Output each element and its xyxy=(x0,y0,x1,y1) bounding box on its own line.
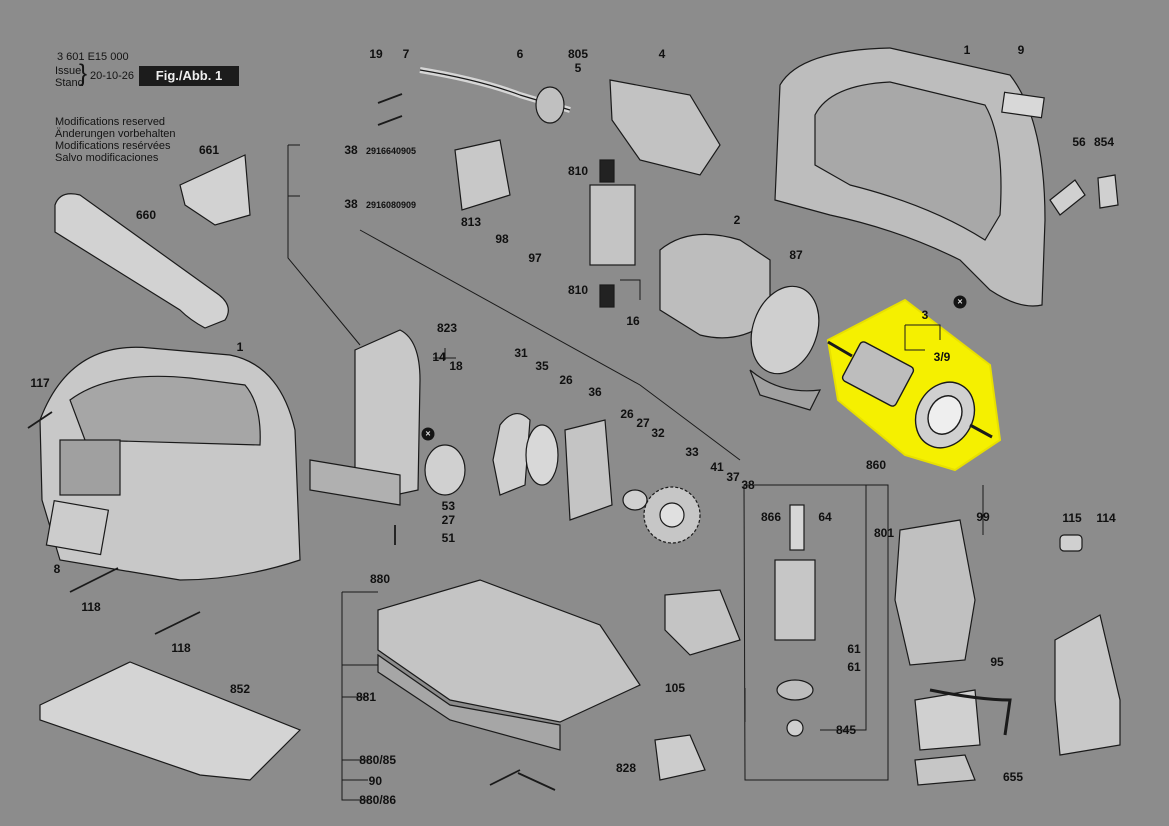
part-label: 32 xyxy=(651,426,665,440)
part-label: 845 xyxy=(835,723,857,737)
part-label: 56 xyxy=(1072,135,1086,149)
part-label: 852 xyxy=(229,682,251,696)
part-label: 2 xyxy=(733,213,741,227)
part-label: 98 xyxy=(495,232,509,246)
part-label: 14 xyxy=(432,350,446,364)
part-label: 115 xyxy=(1062,511,1082,525)
dust-nozzle xyxy=(54,193,229,329)
notice-es: Salvo modificaciones xyxy=(55,152,159,164)
notice-fr: Modifications resérvées xyxy=(55,140,171,152)
part-label: 9 xyxy=(1017,43,1025,57)
part-label: 114 xyxy=(1096,511,1116,525)
part-label: 880/86 xyxy=(359,793,396,807)
part-label: 823 xyxy=(436,321,458,335)
part-label: 38 xyxy=(344,143,358,157)
part-label: 16 xyxy=(626,314,640,328)
part-label: 2916640905 xyxy=(366,146,417,156)
part-label: 655 xyxy=(1002,770,1024,784)
part-label: 27 xyxy=(636,416,650,430)
armature xyxy=(827,340,993,449)
part-label: 41 xyxy=(710,460,724,474)
part-label: 64 xyxy=(818,510,832,524)
figure-badge: Fig./Abb. 1 xyxy=(139,66,239,86)
part-label: 36 xyxy=(588,385,602,399)
part-label: 880/85 xyxy=(359,753,396,767)
part-label: 27 xyxy=(441,513,455,527)
part-label: 118 xyxy=(171,641,191,655)
part-label-highlighted: 3 xyxy=(921,308,929,322)
part-label: 5 xyxy=(574,61,582,75)
part-label: 805 xyxy=(567,47,589,61)
part-label: 1 xyxy=(236,340,244,354)
part-label: 8 xyxy=(53,562,61,576)
part-label: 33 xyxy=(685,445,699,459)
reference-marker: × xyxy=(421,427,435,441)
gear-housing xyxy=(354,329,421,496)
part-label: 801 xyxy=(873,526,895,540)
reference-marker: × xyxy=(953,295,967,309)
bracket-114 xyxy=(1054,614,1121,756)
guard-661 xyxy=(179,154,251,226)
part-label: 6 xyxy=(516,47,524,61)
base-plate xyxy=(377,579,641,723)
part-label: 38 xyxy=(344,197,358,211)
notice-de: Änderungen vorbehalten xyxy=(55,128,176,140)
part-label: 26 xyxy=(620,407,634,421)
notice-en: Modifications reserved xyxy=(55,116,166,128)
part-label: 1 xyxy=(963,43,971,57)
part-label: 37 xyxy=(726,470,740,484)
part-label: 61 xyxy=(847,642,861,656)
part-label: 90 xyxy=(368,774,382,788)
part-label: 97 xyxy=(528,251,542,265)
part-label: 7 xyxy=(402,47,410,61)
part-label: 810 xyxy=(567,283,589,297)
part-label: 118 xyxy=(81,600,101,614)
part-label: 881 xyxy=(355,690,376,704)
part-label: 35 xyxy=(535,359,549,373)
part-label: 26 xyxy=(559,373,573,387)
stator-2 xyxy=(659,233,771,339)
part-label: 99 xyxy=(976,510,990,524)
part-label: 660 xyxy=(135,208,157,222)
issue-label-de: Stand xyxy=(55,77,84,89)
brace-symbol: } xyxy=(79,60,88,87)
shoe-852 xyxy=(39,661,302,781)
part-label: 19 xyxy=(369,47,383,61)
issue-label-en: Issue xyxy=(55,65,82,77)
drawing-number: 3 601 E15 000 xyxy=(57,51,129,63)
part-label: 854 xyxy=(1093,135,1115,149)
part-label: 87 xyxy=(789,248,803,262)
part-label: 866 xyxy=(760,510,782,524)
part-label: 661 xyxy=(198,143,220,157)
part-label: 860 xyxy=(865,458,887,472)
part-label: 18 xyxy=(449,359,463,373)
part-label: 53 xyxy=(441,499,455,513)
part-label: 2916080909 xyxy=(366,200,417,210)
part-label: 810 xyxy=(567,164,589,178)
part-label: 828 xyxy=(615,761,636,775)
issue-date: 20-10-26 xyxy=(90,70,135,82)
part-label: 880 xyxy=(369,572,391,586)
part-label: 4 xyxy=(658,47,666,61)
part-label: 95 xyxy=(990,655,1004,669)
part-label-highlighted: 3/9 xyxy=(933,350,951,364)
part-label: 105 xyxy=(664,681,685,695)
part-label: 117 xyxy=(30,376,50,390)
part-label: 31 xyxy=(514,346,528,360)
part-label: 813 xyxy=(460,215,482,229)
gearbox-801 xyxy=(894,519,976,666)
part-label: 51 xyxy=(441,531,455,545)
part-label: 61 xyxy=(847,660,861,674)
part-label: 38 xyxy=(741,478,755,492)
switch-4 xyxy=(609,79,721,176)
